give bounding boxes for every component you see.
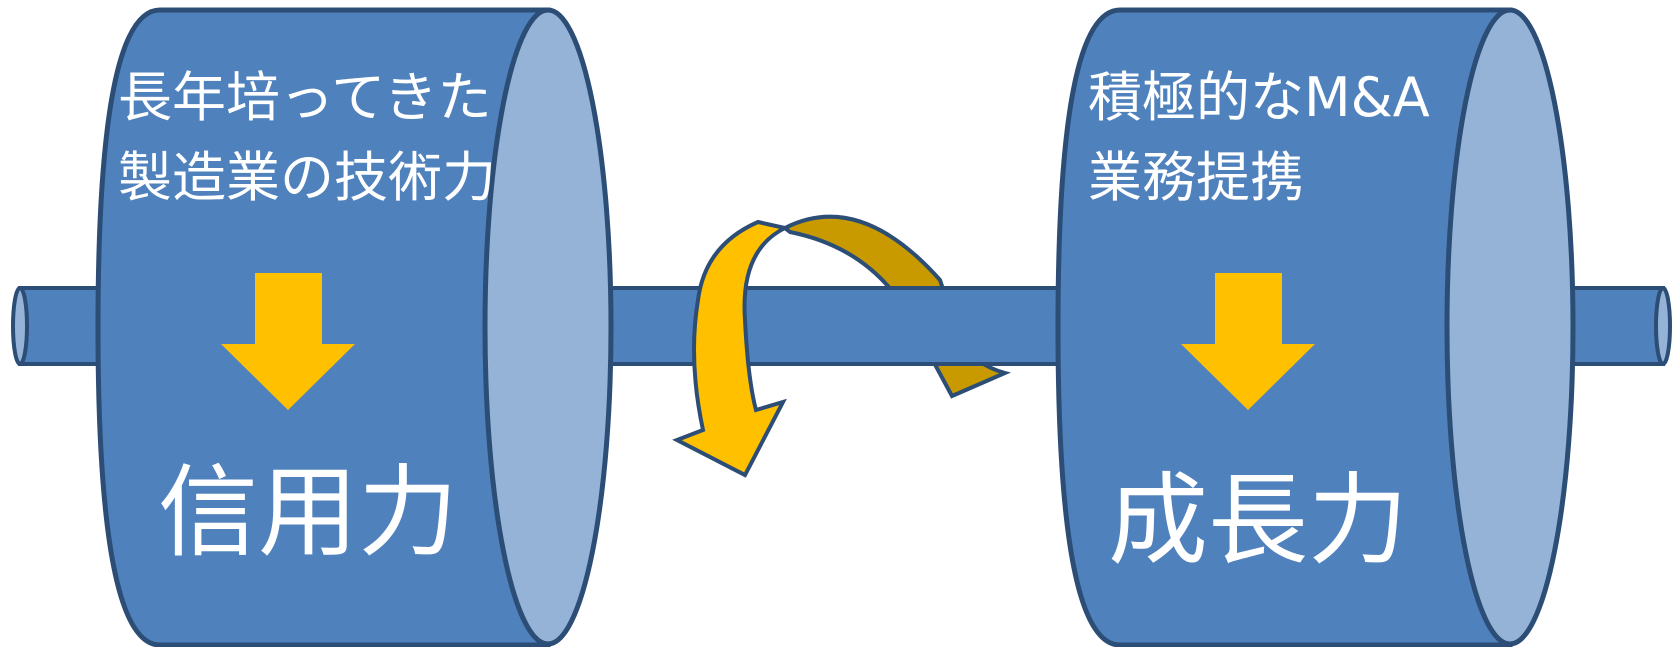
right-wheel-line1: 積極的なM&A bbox=[1088, 66, 1430, 129]
left-down-arrow-icon bbox=[221, 273, 355, 410]
left-cylinder bbox=[95, 7, 614, 648]
right-wheel-line2: 業務提携 bbox=[1088, 146, 1304, 209]
right-cylinder bbox=[1055, 7, 1576, 648]
left-axle-stub bbox=[11, 286, 107, 366]
left-wheel-line1: 長年培ってきた bbox=[118, 66, 492, 129]
curved-rotation-arrow-icon bbox=[672, 219, 792, 478]
right-down-arrow-icon bbox=[1181, 273, 1315, 410]
left-wheel-result: 信用力 bbox=[158, 454, 458, 571]
right-wheel-result: 成長力 bbox=[1108, 462, 1408, 579]
left-wheel-line2: 製造業の技術力 bbox=[118, 146, 496, 209]
center-axle bbox=[536, 286, 1067, 366]
